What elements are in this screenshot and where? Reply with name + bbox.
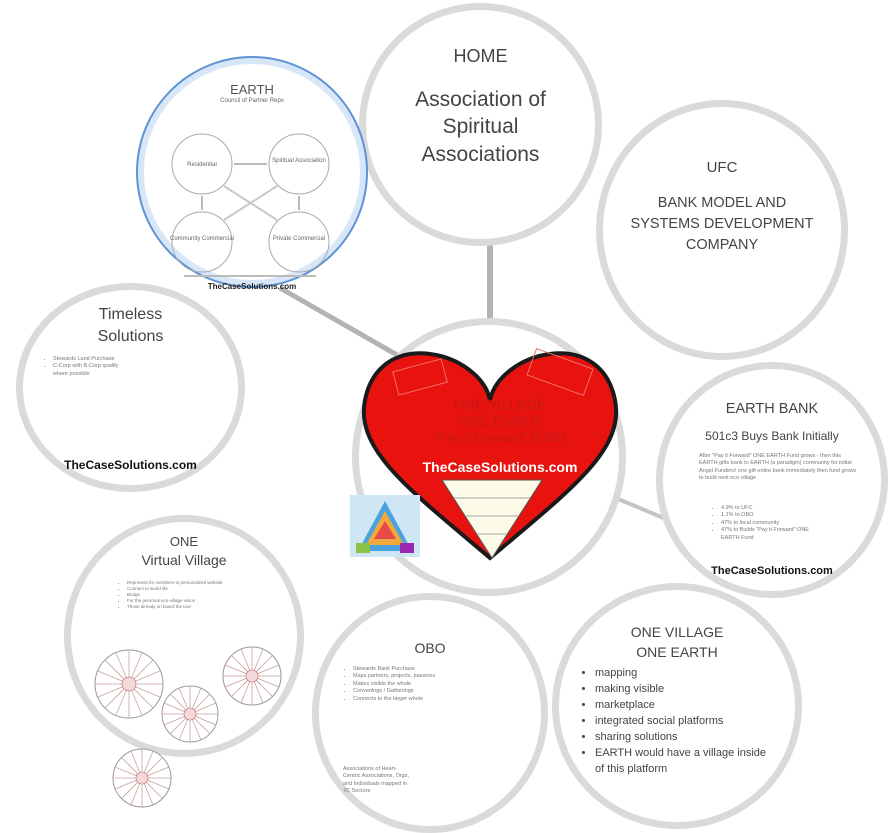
node-community-commercial (171, 211, 233, 273)
ove-bullets: mapping making visible marketplace integ… (585, 666, 775, 778)
obo-bullets: Stewards Bank Purchase Maps partners, pr… (339, 666, 479, 703)
node-residential (171, 133, 233, 195)
pyramid-graphic (441, 479, 543, 559)
earth-council-diagram: Residential Spiritual Association Commun… (170, 133, 330, 277)
obo-footer: Associations of Heart-Centric Associatio… (343, 766, 410, 795)
timeless-title-line1: Timeless (98, 306, 163, 323)
virtual-village-bullet: Represent for members to personalized we… (127, 580, 243, 586)
timeless-bullets: Stewards Land Purchase C-Corp with B-Cor… (39, 356, 129, 378)
earth-node-label-2: Community Commercial (170, 236, 234, 242)
virtual-village-bullet: Those already on board the tour (127, 604, 243, 610)
earth-bank-bullets: 4.9% to UFC 1.1% to OBO 47% to local com… (707, 505, 817, 542)
pyramid-thumbnail (350, 495, 420, 557)
obo-bullet: Stewards Bank Purchase (353, 666, 479, 673)
earth-bank-bullet: 4.9% to UFC (721, 505, 817, 512)
ove-bullet: EARTH would have a village inside of thi… (595, 746, 775, 778)
earth-node-label-0: Residential (187, 162, 217, 168)
obo-bullet: Connects to the larger whole (353, 696, 479, 703)
center-line1: ONE VILLAGE (453, 396, 547, 412)
virtual-village-bullet: Bridge (127, 592, 243, 598)
ove-bullet: making visible (595, 682, 775, 698)
timeless-title-line2: Solutions (97, 328, 164, 345)
virtual-village-circle[interactable]: ONE Virtual Village Represent for member… (64, 515, 304, 757)
earth-watermark: TheCaseSolutions.com (207, 282, 297, 291)
ove-title-line1: ONE VILLAGE (630, 624, 724, 640)
ove-bullet: sharing solutions (595, 730, 775, 746)
center-line3: "Pay it Forward" FUND (433, 430, 567, 445)
obo-bullet: Convenings / Gatherings (353, 688, 479, 695)
earth-bank-body: After "Pay it Forward" ONE EARTH Fund gr… (699, 453, 857, 482)
earth-bank-title: EARTH BANK (725, 401, 819, 417)
node-private-commercial (268, 211, 330, 273)
earth-title: EARTH (230, 82, 274, 97)
earth-bank-bullet: 47% to local community (721, 520, 817, 527)
ufc-title: UFC (706, 159, 738, 176)
earth-bank-bullet: 47% to Builds "Pay it Forward" ONE EARTH… (721, 527, 817, 542)
ufc-subtitle: BANK MODEL AND SYSTEMS DEVELOPMENT COMPA… (630, 195, 814, 254)
center-watermark: TheCaseSolutions.com (422, 459, 578, 475)
earth-bank-watermark: TheCaseSolutions.com (711, 565, 833, 577)
obo-circle[interactable]: OBO Stewards Bank Purchase Maps partners… (312, 593, 548, 833)
center-line2: ONE EARTH (459, 413, 541, 429)
earth-node-label-1: Spiritual Association (272, 158, 326, 164)
node-spiritual-association (268, 133, 330, 195)
obo-bullet: Makes visible the whole (353, 681, 479, 688)
virtual-village-bullets: Represent for members to personalized we… (113, 580, 243, 610)
virtual-village-title-line1: ONE (169, 534, 199, 549)
earth-bank-bullet: 1.1% to OBO (721, 512, 817, 519)
earth-subtitle: Council of Partner Reps (220, 98, 284, 104)
timeless-circle[interactable]: Timeless Solutions Stewards Land Purchas… (16, 283, 245, 492)
virtual-village-bullet: Connect to world life (127, 586, 243, 592)
ove-bullet: integrated social platforms (595, 714, 775, 730)
ove-circle[interactable]: ONE VILLAGE ONE EARTH mapping making vis… (552, 583, 802, 829)
obo-title: OBO (414, 640, 446, 656)
timeless-bullet: Stewards Land Purchase (53, 356, 129, 363)
heart-shape (361, 351, 619, 561)
ufc-circle[interactable]: UFC BANK MODEL AND SYSTEMS DEVELOPMENT C… (596, 100, 848, 360)
earth-node-label-3: Private Commercial (273, 236, 325, 242)
earth-bank-circle[interactable]: EARTH BANK 501c3 Buys Bank Initially Aft… (656, 362, 888, 598)
timeless-watermark: TheCaseSolutions.com (64, 458, 197, 472)
virtual-village-title-line2: Virtual Village (141, 552, 227, 568)
ove-bullet: marketplace (595, 698, 775, 714)
home-title: HOME (453, 46, 508, 66)
home-subtitle: Association of Spiritual Associations (415, 88, 546, 166)
heart-graphic (361, 347, 619, 561)
earth-bank-subtitle: 501c3 Buys Bank Initially (705, 429, 839, 443)
virtual-village-bullet: For the personal eco-village vision (127, 598, 243, 604)
obo-bullet: Maps partners, projects, passions (353, 673, 479, 680)
home-circle[interactable]: HOME Association of Spiritual Associatio… (359, 3, 602, 246)
ove-title-line2: ONE EARTH (636, 644, 718, 660)
timeless-bullet: C-Corp with B-Corp qualify where possibl… (53, 363, 129, 378)
ove-bullet: mapping (595, 666, 775, 682)
earth-circle[interactable]: EARTH Council of Partner Reps Residentia… (138, 58, 366, 291)
